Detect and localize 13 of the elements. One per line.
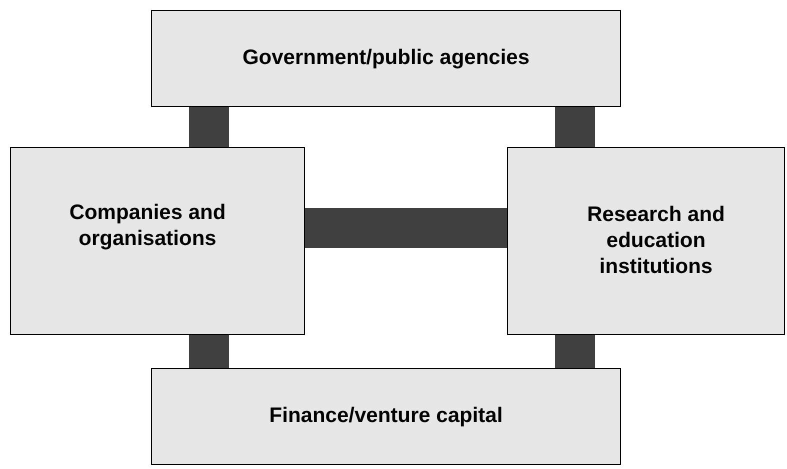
box-label: Finance/venture capital — [269, 403, 503, 430]
box — [151, 368, 621, 465]
connector-bar — [555, 335, 595, 368]
box — [10, 147, 305, 335]
box — [151, 10, 621, 107]
connector-bar — [189, 335, 229, 368]
box-label: Companies and organisations — [68, 200, 227, 252]
box — [507, 147, 785, 335]
box-label: Government/public agencies — [242, 45, 530, 72]
box-label: Research and education institutions — [586, 202, 726, 280]
connector-bar — [305, 208, 507, 248]
connector-bar — [189, 107, 229, 147]
connector-bar — [555, 107, 595, 147]
